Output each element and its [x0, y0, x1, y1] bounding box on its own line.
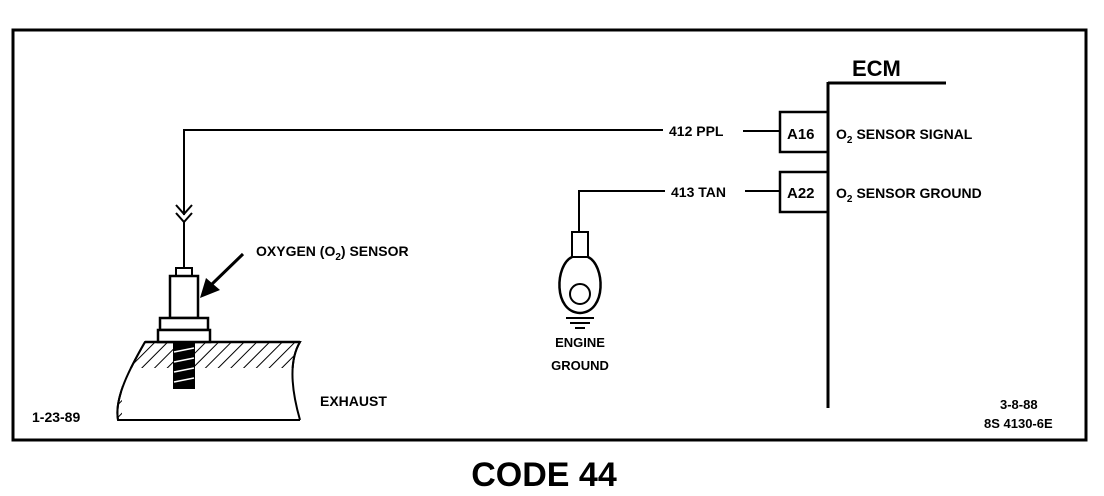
ground-terminal-icon: [558, 231, 602, 329]
pin-a22-label: A22: [787, 185, 815, 202]
connector-chevron-icon: [175, 204, 193, 216]
sensor-pointer-arrow-icon: [200, 252, 245, 298]
ecm-title: ECM: [852, 56, 901, 81]
wire-413-tan: 413 TAN: [578, 184, 780, 232]
diagram-frame: [11, 28, 1088, 442]
wire-412-ppl: 412 PPL: [175, 123, 780, 270]
oxygen-sensor-label: OXYGEN (O2) SENSOR: [256, 243, 409, 263]
reference-code: 8S 4130-6E: [984, 416, 1053, 431]
wire-413-label: 413 TAN: [671, 184, 726, 200]
ecm-block: ECM: [826, 56, 946, 408]
date-left: 1-23-89: [32, 409, 80, 425]
date-right: 3-8-88: [1000, 397, 1038, 412]
exhaust-pipe: [116, 340, 306, 423]
engine-ground-line1: ENGINE: [555, 335, 605, 350]
exhaust-label: EXHAUST: [320, 393, 387, 409]
oxygen-sensor-icon: [156, 267, 212, 389]
pin-a16-label: A16: [787, 126, 815, 143]
wire-412-label: 412 PPL: [669, 123, 724, 139]
caption-code-44: CODE 44: [471, 456, 617, 494]
engine-ground-line2: GROUND: [551, 358, 609, 373]
